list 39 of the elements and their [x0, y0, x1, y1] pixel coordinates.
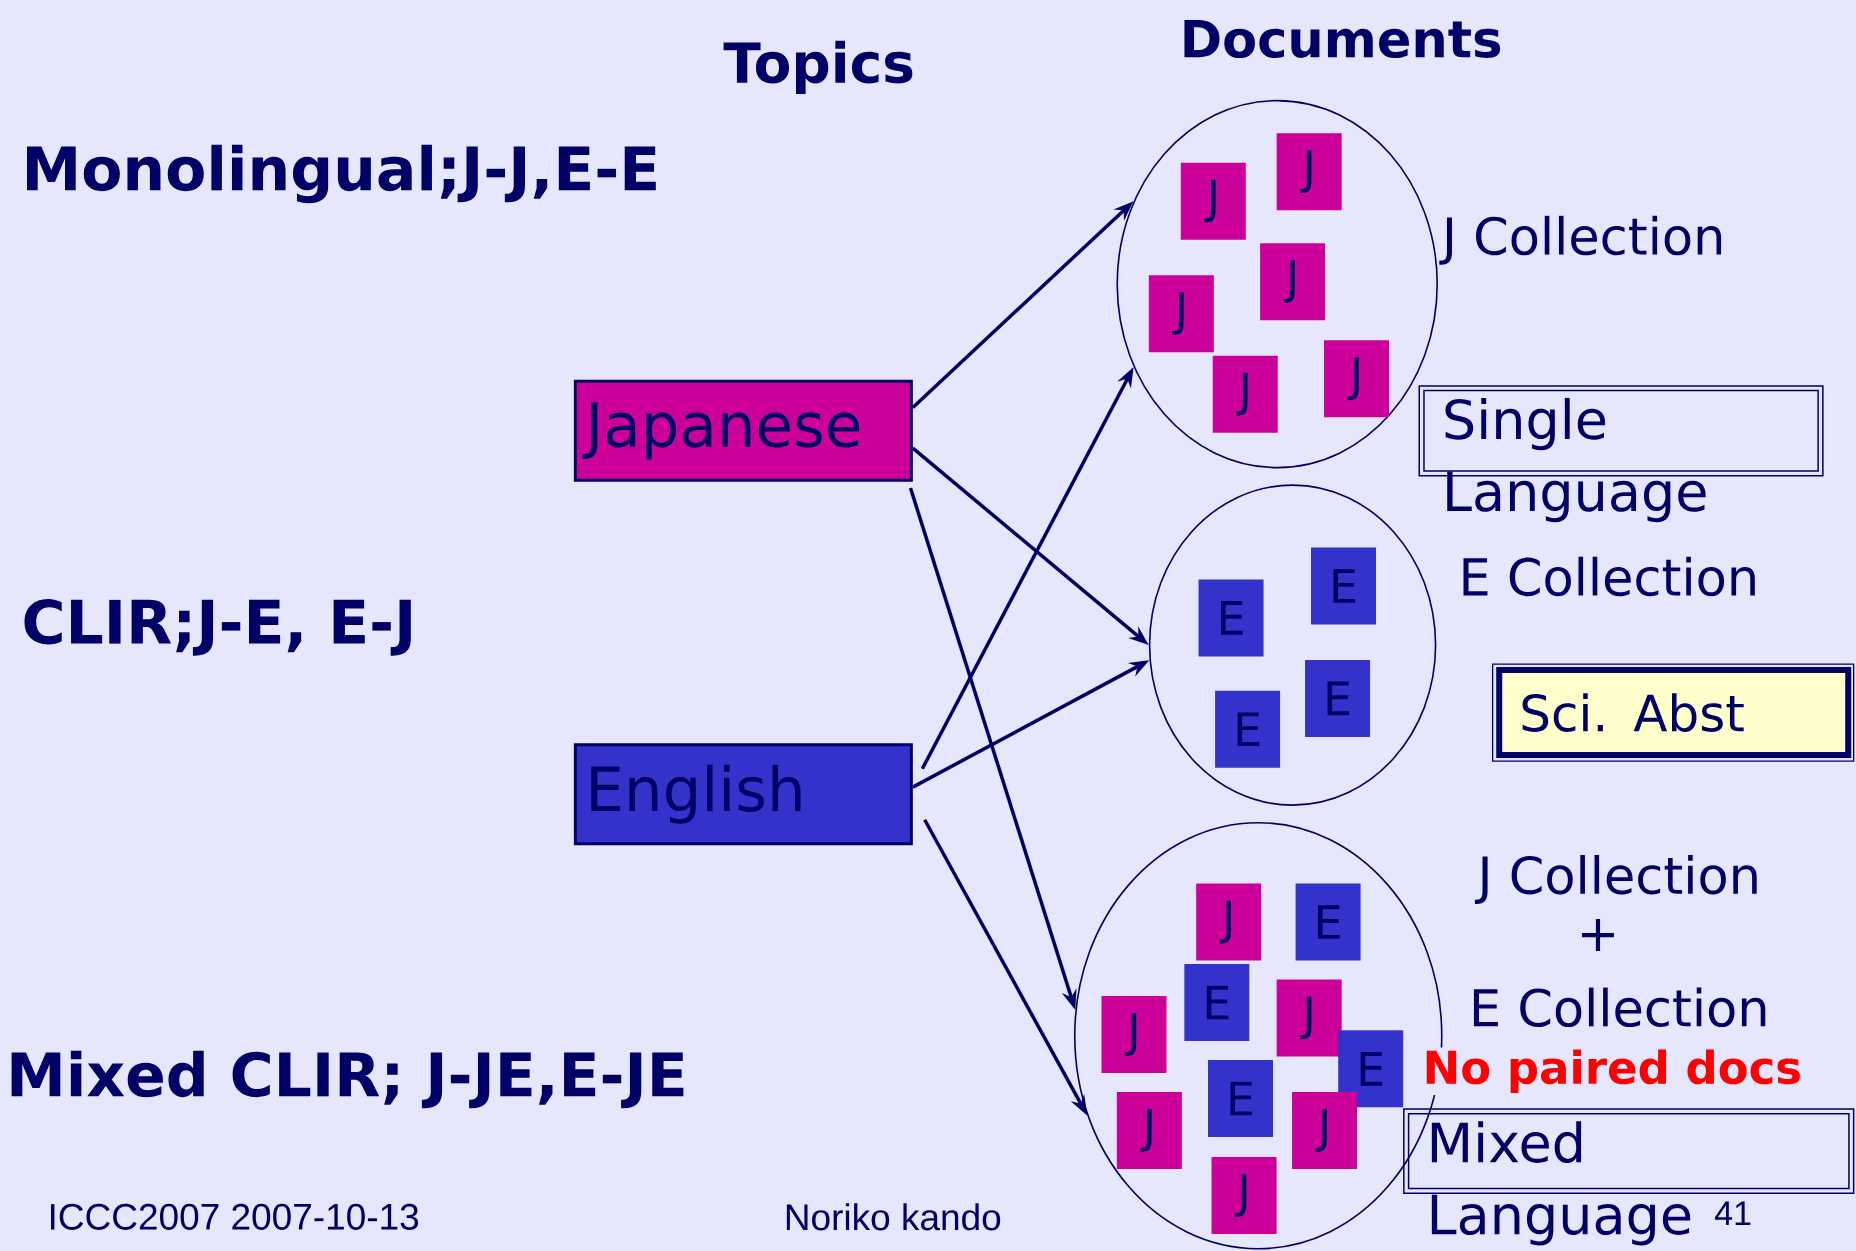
document-square: J [1260, 243, 1326, 321]
note-text: No paired docs [1420, 1047, 1805, 1095]
collection-label: J Collection [1474, 854, 1757, 904]
document-square: J [1292, 1091, 1358, 1169]
framed-label: Single Language [1418, 385, 1824, 523]
document-square: E [1208, 1059, 1273, 1137]
footer-text: ICCC2007 2007-10-13 [50, 1203, 419, 1230]
document-square: J [1211, 1156, 1277, 1234]
document-square: E [1311, 547, 1376, 625]
collection-label: E Collection [1463, 556, 1755, 597]
heading: Documents [1184, 20, 1501, 58]
document-square: J [1116, 1091, 1182, 1169]
category-label: Mixed CLIR; J-JE,E-JE [11, 1050, 684, 1109]
heading: Topics [723, 40, 913, 94]
category-label: Monolingual;J-J,E-E [27, 144, 656, 204]
document-square: J [1324, 340, 1389, 418]
category-label: CLIR;J-E, E-J [24, 599, 411, 656]
document-square: J [1276, 133, 1342, 211]
document-square: J [1212, 355, 1278, 433]
source-box: Sci. Abst [1492, 663, 1855, 762]
topic-box: English [573, 743, 913, 846]
collection-ellipse [1148, 484, 1437, 806]
collection-ellipse [1116, 99, 1438, 469]
collection-label: J Collection [1439, 215, 1722, 265]
document-square: J [1180, 162, 1246, 240]
document-square: E [1305, 659, 1371, 737]
collection-label: + [1582, 919, 1614, 952]
topic-box: Japanese [573, 379, 913, 482]
collection-label: E Collection [1473, 987, 1766, 1027]
document-square: J [1196, 883, 1262, 961]
document-square: E [1338, 1030, 1404, 1108]
document-square: E [1215, 690, 1281, 768]
document-square: E [1198, 579, 1264, 657]
document-square: J [1276, 979, 1342, 1057]
footer-text: Noriko kando [786, 1203, 1001, 1231]
document-square: E [1184, 964, 1250, 1041]
document-square: E [1295, 883, 1361, 961]
document-square: J [1148, 275, 1214, 353]
document-square: J [1101, 996, 1167, 1073]
